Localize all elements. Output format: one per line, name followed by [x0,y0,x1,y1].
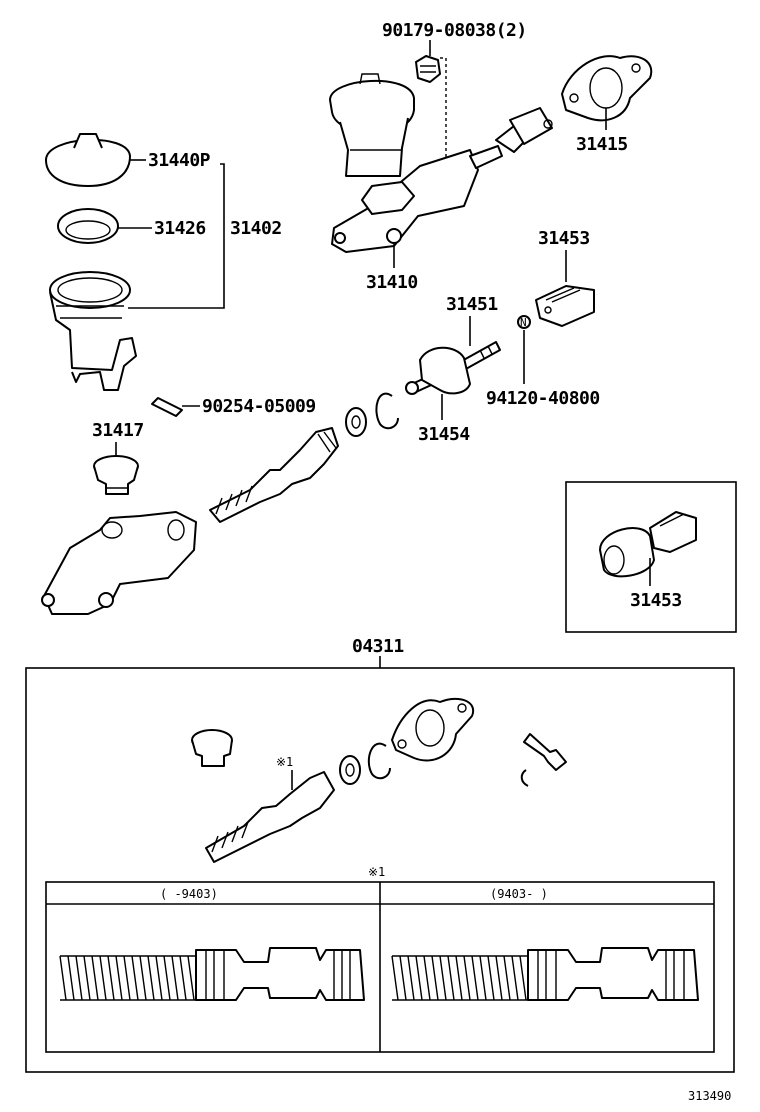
table-col2-header: (9403- ) [490,887,548,901]
variant2-piston-part [391,947,699,1001]
variant1-piston-part [59,947,365,1001]
label-pin-90254: 90254-05009 [202,396,316,417]
table-col1-header: ( -9403) [160,887,218,901]
boot-31454-part [419,346,471,395]
pin-90254-part [151,397,183,417]
label-boot-31415: 31415 [576,134,628,155]
label-diaphragm-31426: 31426 [154,218,206,239]
kit-snap-ring-part [367,742,391,780]
label-plug-31417: 31417 [92,420,144,441]
kit-box [25,667,735,1073]
table-note-mark: ※1 [368,865,385,879]
label-cap-31440p: 31440P [148,150,211,171]
figure-number: 313490 [688,1089,731,1103]
label-boot-31454: 31454 [418,424,470,445]
cap-31440p-part [45,133,131,187]
plug-31417-part [93,455,139,495]
label-cylinder-31410: 31410 [366,272,418,293]
variant-table [45,881,715,1053]
label-reservoir-31402: 31402 [230,218,282,239]
washer-part [345,407,367,437]
nut-94120-mark: N [520,316,527,329]
snap-ring-part [375,392,399,430]
kit-plug-part [191,729,233,767]
label-nut-94120: 94120-40800 [486,388,600,409]
inset-box [565,481,737,633]
cylinder-body-lower-part [41,511,197,615]
bolt-90179-part [415,55,447,180]
label-clevis-31453-inset: 31453 [630,590,682,611]
label-clevis-31453: 31453 [538,228,590,249]
reservoir-31402-part [49,271,137,391]
clevis-31453-part [535,285,595,327]
label-rod-31451: 31451 [446,294,498,315]
leader-reservoir-31402 [128,163,225,309]
label-kit-04311: 04311 [352,636,404,657]
kit-piston-part [205,771,335,863]
kit-washer-part [339,755,361,785]
label-bolt-90179: 90179-08038(2) [382,20,527,41]
kit-boot-part [391,697,475,762]
diaphragm-31426-part [57,208,119,244]
kit-note-mark: ※1 [276,755,293,769]
nut-94120-part [517,315,531,329]
master-cylinder-31410-part [329,73,553,253]
clevis-31453-inset-part [599,511,697,578]
piston-assembly-part [209,427,339,523]
kit-pin-part [520,733,567,787]
